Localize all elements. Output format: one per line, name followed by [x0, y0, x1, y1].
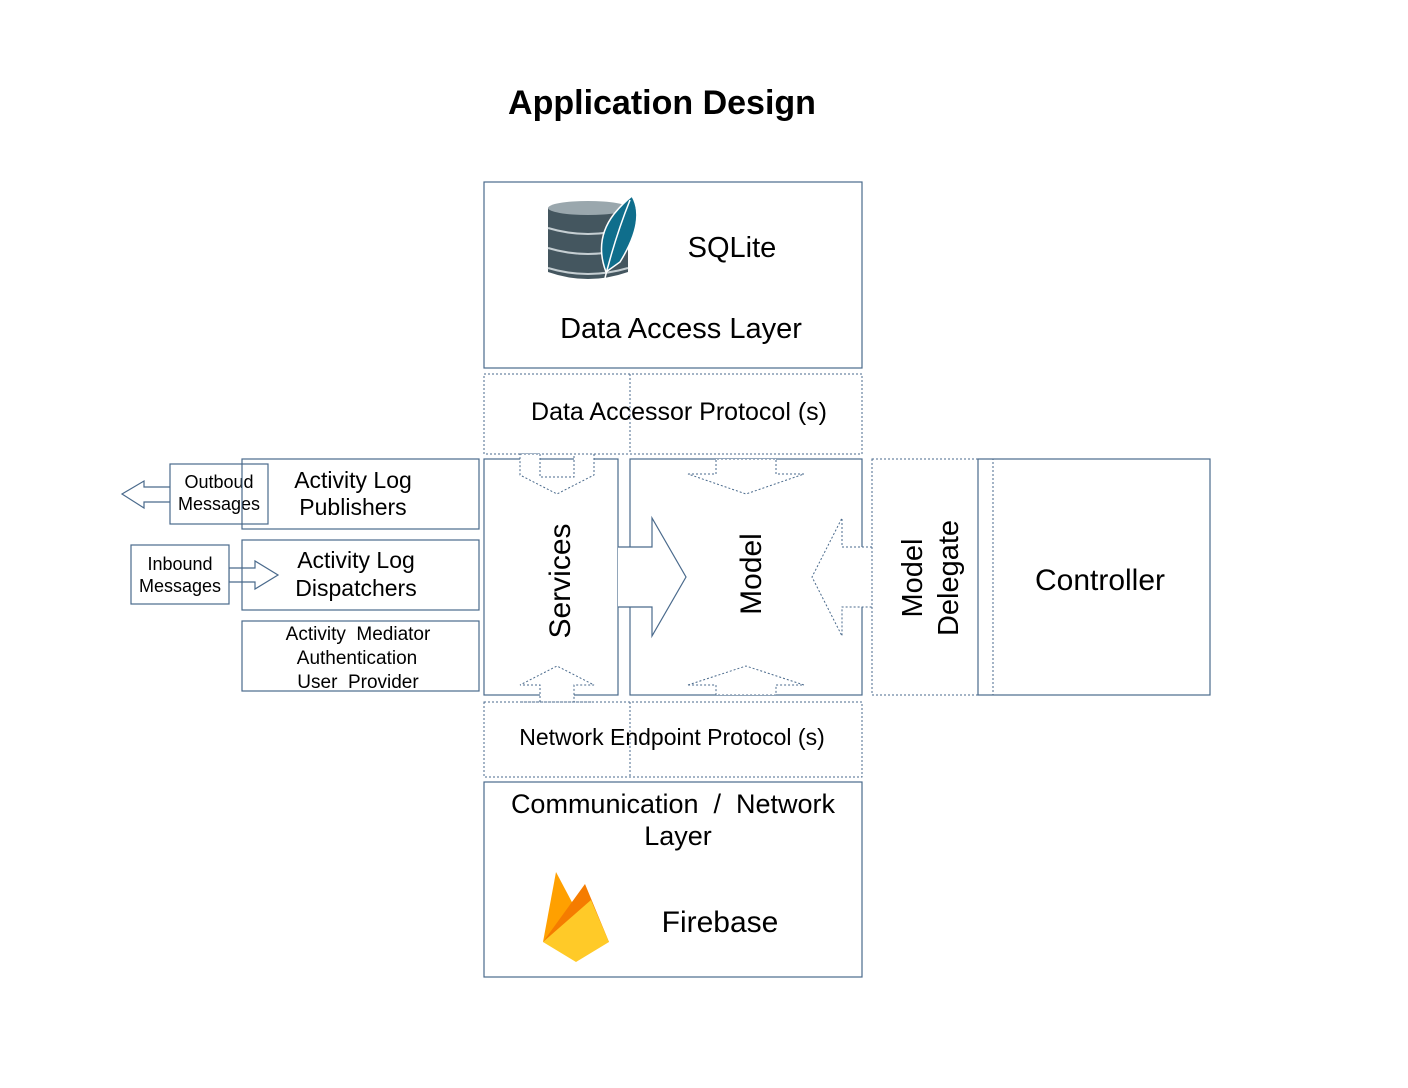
- services-label: Services: [544, 523, 577, 638]
- publishers-line2: Publishers: [299, 494, 406, 520]
- outbound-label-line1: Outboud: [184, 472, 253, 492]
- controller-box: Controller: [977, 458, 1211, 696]
- inbound-messages: Inbound Messages: [130, 544, 280, 605]
- inbound-label-line2: Messages: [139, 576, 221, 596]
- sqlite-label: SQLite: [688, 232, 777, 264]
- outbound-label-line2: Messages: [178, 494, 260, 514]
- services-to-model-arrow-icon: [618, 515, 687, 639]
- network-layer-line1: Communication / Network: [511, 789, 836, 819]
- controller-label: Controller: [1035, 564, 1165, 597]
- services-box: Services: [483, 453, 619, 703]
- firebase-flame-icon: [543, 872, 609, 962]
- model-delegate-line2: Delegate: [933, 520, 965, 636]
- model-box: Model: [618, 458, 872, 696]
- inbound-arrow-icon: [228, 559, 280, 591]
- outbound-messages: Outboud Messages: [120, 463, 269, 525]
- network-endpoint-protocol: Network Endpoint Protocol (s): [483, 701, 863, 778]
- page-title: Application Design: [508, 84, 816, 122]
- network-endpoint-protocol-label: Network Endpoint Protocol (s): [519, 724, 825, 750]
- dispatchers-line2: Dispatchers: [295, 575, 416, 601]
- user-provider-label: User Provider: [297, 672, 419, 693]
- model-down-arrow-icon: [687, 458, 805, 495]
- services-up-arrow-icon: [519, 665, 595, 703]
- activity-log-dispatchers: Activity Log Dispatchers: [241, 539, 480, 611]
- dispatchers-line1: Activity Log: [297, 547, 415, 573]
- model-up-arrow-icon: [687, 665, 805, 696]
- data-accessor-protocol-label: Data Accessor Protocol (s): [531, 398, 827, 426]
- activity-log-publishers: Activity Log Publishers: [241, 458, 480, 530]
- data-access-layer-label: Data Access Layer: [560, 313, 802, 345]
- delegate-to-model-arrow-icon: [811, 517, 872, 637]
- data-accessor-protocol: Data Accessor Protocol (s): [483, 373, 863, 455]
- services-down-arrow-icon: [519, 453, 595, 495]
- network-layer-line2: Layer: [644, 821, 712, 851]
- publishers-line1: Activity Log: [294, 467, 412, 493]
- data-access-layer: SQLite Data Access Layer: [483, 181, 863, 369]
- network-layer: Communication / Network Layer Firebase: [483, 781, 863, 978]
- model-label: Model: [735, 533, 768, 615]
- inbound-label-line1: Inbound: [147, 554, 212, 574]
- activity-mediator-box: Activity Mediator Authentication User Pr…: [241, 620, 480, 693]
- authentication-label: Authentication: [297, 648, 417, 669]
- model-delegate-line1: Model: [897, 539, 929, 618]
- sqlite-database-icon: [547, 194, 638, 287]
- firebase-label: Firebase: [662, 906, 779, 939]
- model-delegate-box: Model Delegate: [871, 458, 994, 696]
- mediator-label: Activity Mediator: [286, 624, 431, 645]
